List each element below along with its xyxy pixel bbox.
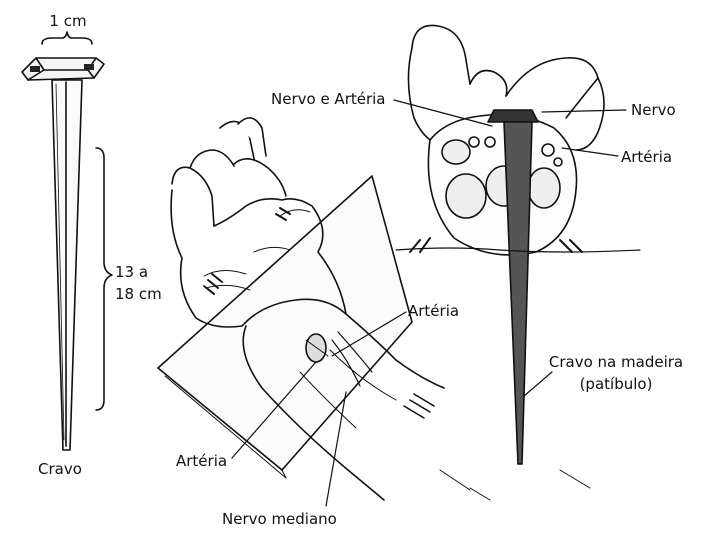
wood-surface xyxy=(395,247,641,253)
cross-section-illustration xyxy=(395,24,641,501)
nail-width-label: 1 cm xyxy=(49,12,87,30)
nail-shaft xyxy=(51,79,83,451)
leader-lines xyxy=(231,99,627,507)
nail-length-label-line2: 18 cm xyxy=(115,285,162,303)
wrist-wound xyxy=(305,333,327,363)
nerve-label: Nervo xyxy=(631,101,676,119)
artery-wrist-label: Artéria xyxy=(408,302,460,320)
wrist-nail-illustration xyxy=(157,117,445,501)
nail-in-wood xyxy=(503,121,533,465)
nail-label: Cravo xyxy=(38,460,82,478)
nail-illustration xyxy=(21,31,113,451)
nail-length-label-line1: 13 a xyxy=(115,263,149,281)
nail-width-brace xyxy=(41,31,93,45)
median-nerve-label: Nervo mediano xyxy=(222,510,337,528)
nerve-and-artery-label: Nervo e Artéria xyxy=(271,90,386,108)
nail-in-wood-label-line2: (patíbulo) xyxy=(579,375,653,393)
nail-in-wood-label-line1: Cravo na madeira xyxy=(548,353,684,371)
wooden-plank xyxy=(157,175,413,471)
artery-lower-label: Artéria xyxy=(176,452,228,470)
artery-section-label: Artéria xyxy=(621,148,673,166)
nail-length-brace xyxy=(95,147,113,411)
